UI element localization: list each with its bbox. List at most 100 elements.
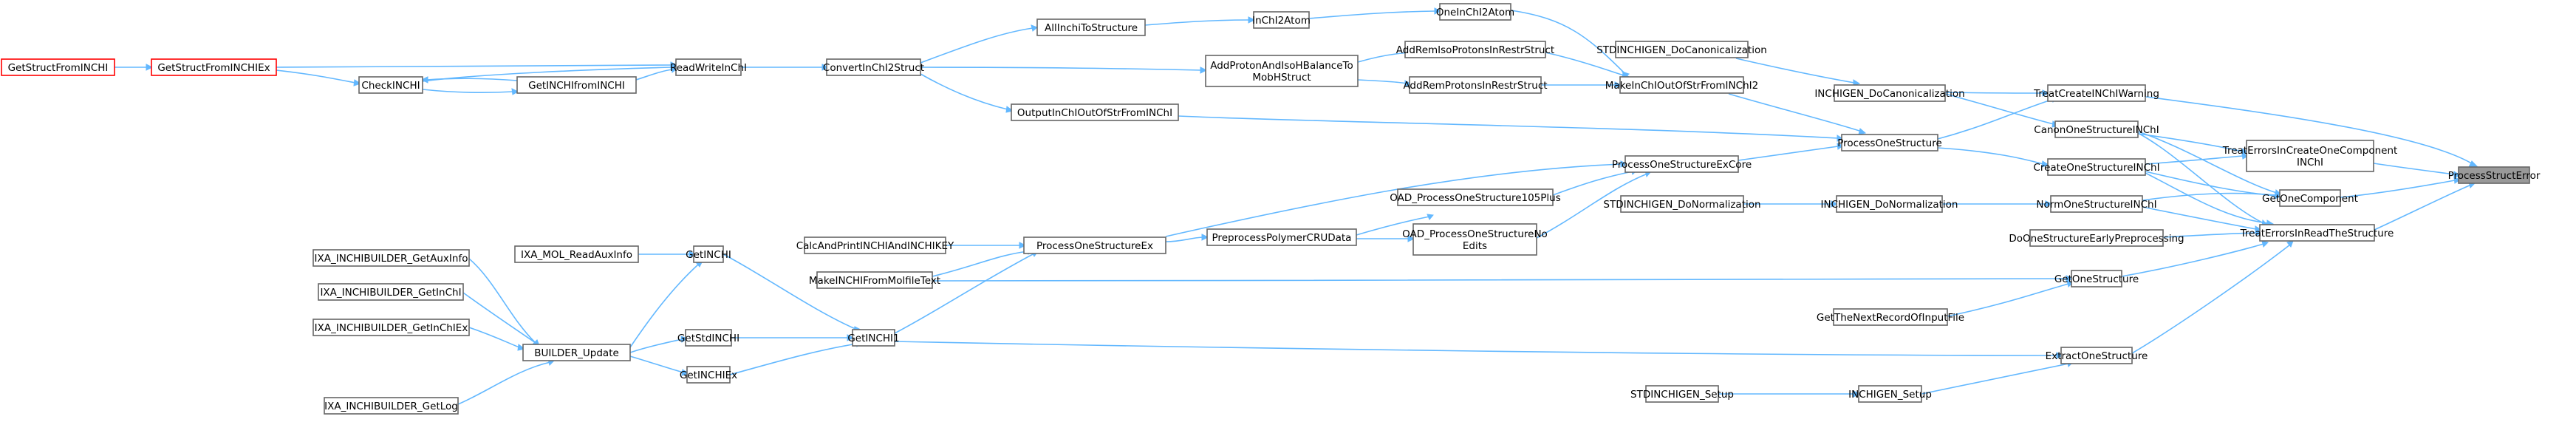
arrowhead-icon <box>2453 171 2461 179</box>
arrowhead-icon <box>2255 229 2263 236</box>
node-canononestructureinchi[interactable]: CanonOneStructureINChI <box>2034 120 2159 138</box>
node-label: INCHIGEN_Setup <box>1848 389 1932 401</box>
node-stdinchigen-docanonicalization[interactable]: STDINCHIGEN_DoCanonicalization <box>1596 41 1767 58</box>
node-outputinchioutofstrfrominchi[interactable]: OutputInChIOutOfStrFromINChI <box>1011 103 1179 121</box>
edge-line <box>629 338 683 353</box>
edge-line <box>894 341 2058 356</box>
node-box <box>2246 140 2374 172</box>
call-edge <box>729 340 862 375</box>
node-label: AddRemProtonsInRestrStruct <box>1403 80 1547 92</box>
node-inchigen-setup[interactable]: INCHIGEN_Setup <box>1848 385 1932 403</box>
edge-line <box>932 251 1029 277</box>
call-edge <box>276 61 678 69</box>
node-label: GetStructFromINCHIEx <box>157 62 270 74</box>
node-getinchi1[interactable]: GetINCHI1 <box>847 329 900 347</box>
node-getinchiex[interactable]: GetINCHIEx <box>680 366 737 384</box>
node-convertinchi2struct[interactable]: ConvertInChI2Struct <box>823 58 924 76</box>
node-label: ReadWriteInChI <box>670 62 747 74</box>
edge-line <box>1937 147 2044 165</box>
node-ixa-inchibuilder-getinchiex[interactable]: IXA_INCHIBUILDER_GetInChIEx <box>312 319 470 336</box>
node-addremisoprotonsinrestrstruct[interactable]: AddRemIsoProtonsInRestrStruct <box>1396 41 1554 58</box>
node-extractonestructure[interactable]: ExtractOneStructure <box>2046 347 2148 364</box>
edge-line <box>920 27 1034 64</box>
node-addremprotonsinrestrstruct[interactable]: AddRemProtonsInRestrStruct <box>1403 76 1548 94</box>
node-getinchi[interactable]: GetINCHI <box>686 245 731 263</box>
edge-line <box>1921 363 2069 395</box>
edge-line <box>2142 192 2276 201</box>
node-stdinchigen-donormalization[interactable]: STDINCHIGEN_DoNormalization <box>1603 195 1761 213</box>
call-edge <box>1308 7 1442 19</box>
node-label: MakeInChIOutOfStrFromINChI2 <box>1605 80 1758 92</box>
node-treaterrorsinreadthestructure[interactable]: TreatErrorsInReadTheStructure <box>2240 224 2394 242</box>
node-box <box>826 58 921 76</box>
node-readwriteinchi[interactable]: ReadWriteInChI <box>670 58 747 76</box>
node-checkinchi[interactable]: CheckINCHI <box>358 76 423 94</box>
node-getstdinchi[interactable]: GetStdINCHI <box>677 329 739 347</box>
node-stdinchigen-setup[interactable]: STDINCHIGEN_Setup <box>1630 385 1734 403</box>
node-inchigen-docanonicalization[interactable]: INCHIGEN_DoCanonicalization <box>1814 84 1965 102</box>
edge-line <box>1944 92 2044 94</box>
call-edge <box>1921 360 2074 395</box>
node-box <box>1836 195 1943 213</box>
node-label: ConvertInChI2Struct <box>823 62 924 74</box>
node-builder-update[interactable]: BUILDER_Update <box>522 344 631 361</box>
node-inchigen-donormalization[interactable]: INCHIGEN_DoNormalization <box>1821 195 1958 213</box>
node-getinchifrominchi[interactable]: GetINCHIfromINCHI <box>516 76 637 94</box>
edge-line <box>1308 10 1436 19</box>
arrowhead-icon <box>2045 200 2053 208</box>
edge-line <box>1545 52 1624 76</box>
arrowhead-icon <box>1248 16 1256 24</box>
arrowhead-icon <box>821 64 830 71</box>
node-label: GetINCHI <box>686 249 731 261</box>
node-allinchitostructure[interactable]: AllInchiToStructure <box>1036 18 1146 36</box>
node-oad-processonestructure105plus[interactable]: OAD_ProcessOneStructure105Plus <box>1390 188 1561 206</box>
node-createonestructureinchi[interactable]: CreateOneStructureINChI <box>2033 158 2160 176</box>
node-getstructfrominchi[interactable]: GetStructFromINCHI <box>1 58 115 76</box>
node-label: GetOneComponent <box>2262 193 2358 205</box>
node-treatcreateinchiwarning[interactable]: TreatCreateINChIWarning <box>2033 84 2159 102</box>
node-getonecomponent[interactable]: GetOneComponent <box>2262 189 2358 207</box>
node-doonestructureearlypreprocessing[interactable]: DoOneStructureEarlyPreprocessing <box>2009 229 2184 247</box>
node-processonestructureexcore[interactable]: ProcessOneStructureExCore <box>1612 155 1752 173</box>
node-label: OutputInChIOutOfStrFromINChI <box>1017 107 1172 119</box>
node-box <box>816 271 933 289</box>
node-label: TreatErrorsInCreateOneComponent <box>2222 145 2398 157</box>
call-edge <box>2145 171 2282 200</box>
node-oneinchi2atom[interactable]: OneInChI2Atom <box>1436 3 1514 21</box>
node-makeinchifrommolfiletext[interactable]: MakeINCHIFromMolfileText <box>809 271 940 289</box>
node-label: STDINCHIGEN_DoCanonicalization <box>1596 44 1767 56</box>
node-normonestructureinchi[interactable]: NormOneStructureINChI <box>2036 195 2157 213</box>
node-label: GetOneStructure <box>2054 273 2139 285</box>
node-preprocesspolymercrudata[interactable]: PreprocessPolymerCRUData <box>1206 228 1357 246</box>
edge-line <box>2340 180 2456 198</box>
edge-line <box>1536 173 1648 239</box>
call-edge <box>731 334 855 341</box>
call-edge <box>946 242 1027 249</box>
node-box <box>1206 228 1357 246</box>
node-calcandprintinchiandinchikey[interactable]: CalcAndPrintINCHIAndINCHIKEY <box>796 236 954 254</box>
edge-line <box>1944 93 2054 125</box>
call-edge <box>1552 168 1638 196</box>
node-ixa-inchibuilder-getinchi[interactable]: IXA_INCHIBUILDER_GetInChI <box>318 283 464 301</box>
node-processonestructureex[interactable]: ProcessOneStructureEx <box>1023 236 1166 254</box>
node-ixa-mol-readauxinfo[interactable]: IXA_MOL_ReadAuxInfo <box>514 245 639 263</box>
node-makeinchioutofstrfrominchi2[interactable]: MakeInChIOutOfStrFromINChI2 <box>1605 76 1758 94</box>
node-ixa-inchibuilder-getauxinfo[interactable]: IXA_INCHIBUILDER_GetAuxInfo <box>312 249 470 267</box>
node-getthenextrecordofinputfile[interactable]: GetTheNextRecordOfInputFile <box>1817 308 1964 326</box>
call-edge <box>1356 235 1415 242</box>
node-label: TreatErrorsInReadTheStructure <box>2240 228 2394 239</box>
node-ixa-inchibuilder-getlog[interactable]: IXA_INCHIBUILDER_GetLog <box>324 397 459 415</box>
node-processonestructure[interactable]: ProcessOneStructure <box>1837 134 1942 152</box>
node-inchi2atom[interactable]: InChI2Atom <box>1252 11 1311 29</box>
node-label: CalcAndPrintINCHIAndINCHIKEY <box>796 240 954 252</box>
call-edge <box>741 64 830 71</box>
node-getonestructure[interactable]: GetOneStructure <box>2054 270 2139 287</box>
edge-line <box>894 253 1035 334</box>
edge-line <box>2121 243 2264 277</box>
node-getstructfrominchiex[interactable]: GetStructFromINCHIEx <box>151 58 277 76</box>
node-processstructerror[interactable]: ProcessStructError <box>2448 166 2541 184</box>
